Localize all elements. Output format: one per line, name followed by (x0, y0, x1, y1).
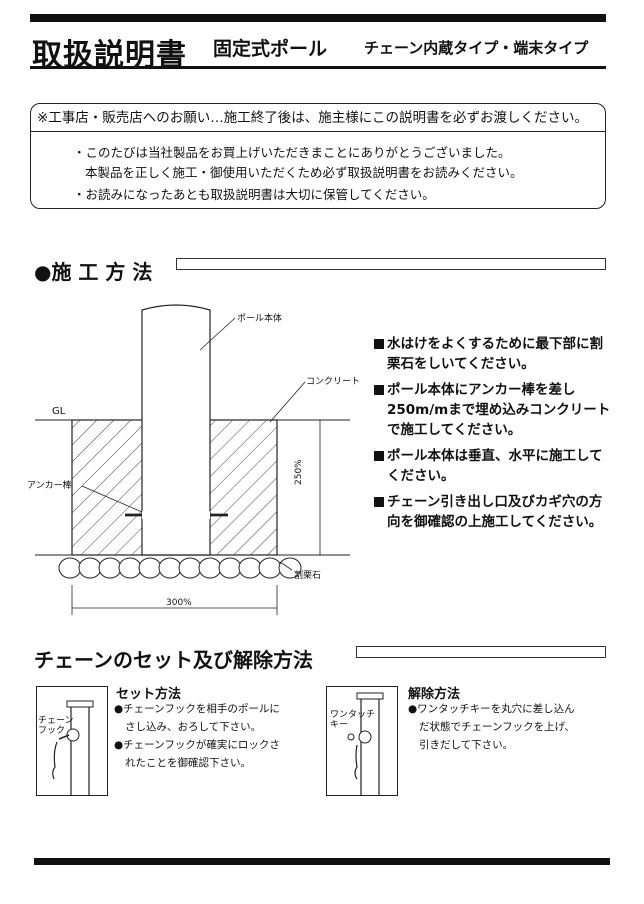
label-one-touch-key: ワンタッチ キー (330, 710, 376, 730)
header-underline (30, 66, 606, 69)
set-method-illustration (36, 686, 108, 796)
label-depth: 250% (294, 459, 304, 485)
top-rule (30, 14, 606, 22)
label-width: 300% (166, 598, 192, 608)
product-type: チェーン内蔵タイプ・端末タイプ (364, 39, 589, 57)
label-anchor-rod: アンカー棒 (27, 481, 72, 491)
instruction-2: ポール本体にアンカー棒を差し 250m/mまで埋め込みコンクリート で施工してく… (374, 380, 610, 440)
chain-heading-rule (356, 646, 606, 658)
chain-heading: チェーンのセット及び解除方法 (34, 648, 313, 672)
notice-box: ※工事店・販売店へのお願い…施工終了後は、施主様にこの説明書を必ずお渡しください… (30, 103, 606, 209)
release-method-illustration (326, 686, 398, 796)
label-gl: GL (52, 406, 66, 417)
installation-diagram (35, 304, 350, 615)
set-method-text: ●チェーンフックを相手のポールに さし込み、おろして下さい。 ●チェーンフックが… (114, 703, 280, 769)
square-bullet-icon (374, 497, 384, 507)
instruction-3: ポール本体は垂直、水平に施工して ください。 (374, 446, 603, 486)
release-method-text: ●ワンタッチキーを丸穴に差し込ん だ状態でチェーンフックを上げ、 引きだして下さ… (408, 703, 575, 751)
construction-heading-rule (176, 258, 606, 270)
label-concrete: コンクリート (306, 377, 361, 387)
set-method-title: セット方法 (116, 687, 182, 702)
notice-line-1: ・このたびは当社製品をお買上げいただきまことにありがとうございました。 (73, 145, 511, 160)
label-chain-hook: チェーン フック (38, 716, 74, 736)
release-method-title: 解除方法 (408, 687, 461, 702)
one-touch-key-icon (347, 692, 384, 795)
square-bullet-icon (374, 339, 384, 349)
instruction-1: 水はけをよくするために最下部に割 栗石をしいてください。 (374, 334, 603, 374)
construction-heading: ●施 工 方 法 (34, 260, 153, 284)
chain-hook-icon (52, 700, 94, 795)
square-bullet-icon (374, 385, 384, 395)
square-bullet-icon (374, 451, 384, 461)
notice-line-2: 本製品を正しく施工・御使用いただくため必ず取扱説明書をお読みください。 (85, 165, 523, 180)
notice-line-3: ・お読みになったあとも取扱説明書は大切に保管してください。 (73, 187, 435, 202)
notice-heading: ※工事店・販売店へのお願い…施工終了後は、施主様にこの説明書を必ずお渡しください… (31, 104, 605, 132)
instruction-4: チェーン引き出し口及びカギ穴の方 向を御確認の上施工してください。 (374, 492, 602, 532)
product-name: 固定式ポール (213, 38, 328, 60)
bottom-rule (34, 858, 610, 865)
label-gravel: 割栗石 (294, 571, 322, 581)
label-pole-body: ポール本体 (237, 314, 283, 324)
